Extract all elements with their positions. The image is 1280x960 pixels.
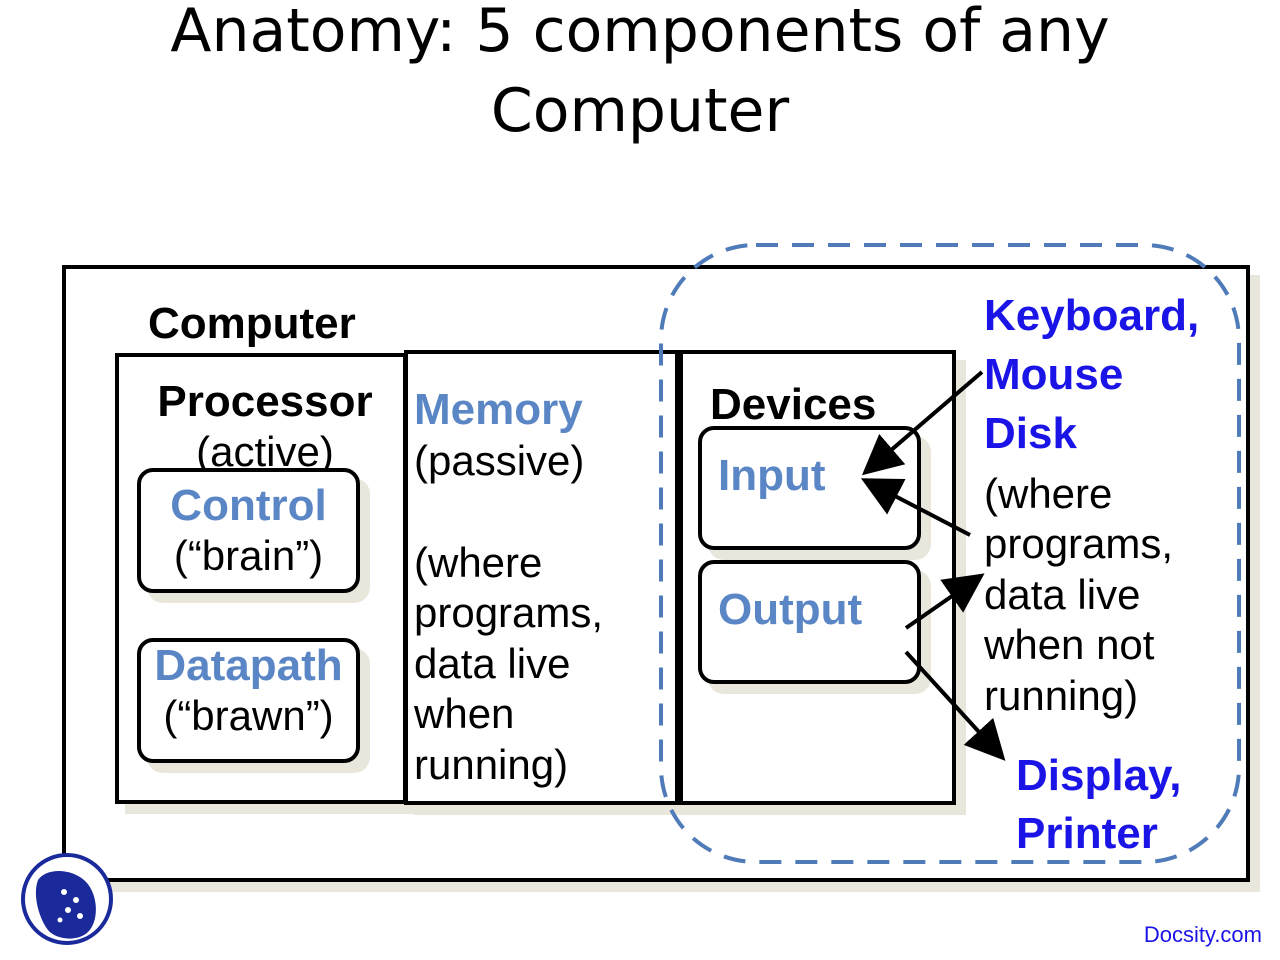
control-note: (“brain”) [173,532,324,579]
memory-desc-line: data live [414,640,571,687]
memory-label: Memory [414,385,583,434]
input-device-line: Mouse [984,350,1124,399]
processor-label: Processor [157,377,373,426]
devices-label: Devices [710,380,877,429]
memory-desc-line: programs, [414,589,604,636]
input-device-line: Keyboard, [984,291,1200,340]
input-device-line: Disk [984,409,1077,458]
memory-desc-line: (where [414,539,543,586]
computer-label: Computer [148,299,356,348]
input-label: Input [718,451,826,500]
memory-desc-line: when [414,690,515,737]
disk-note-line: running) [984,672,1139,719]
brand-link[interactable]: Docsity.com [1143,922,1262,947]
disk-note-line: when not [984,621,1155,668]
datapath-box [137,638,360,763]
output-label: Output [718,585,863,634]
printer-label: Printer [1016,809,1158,858]
processor-note: (active) [196,428,334,475]
disk-note-line: data live [984,571,1141,618]
output-device-line: Display, [1016,752,1181,800]
title-line-2: Computer [490,76,790,146]
logo-badge [21,853,113,945]
display-separator: , [1169,751,1182,800]
memory-box [404,350,679,805]
datapath-note: (“brawn”) [163,692,334,739]
memory-desc-line: running) [414,741,569,788]
control-box [137,468,360,593]
display-label: Display [1016,751,1170,800]
disk-note-line: programs, [984,520,1174,567]
datapath-label: Datapath [154,641,343,690]
memory-note: (passive) [414,437,585,484]
title-line-1: Anatomy: 5 components of any [170,0,1110,66]
control-label: Control [170,481,327,530]
disk-note-line: (where [984,470,1113,517]
